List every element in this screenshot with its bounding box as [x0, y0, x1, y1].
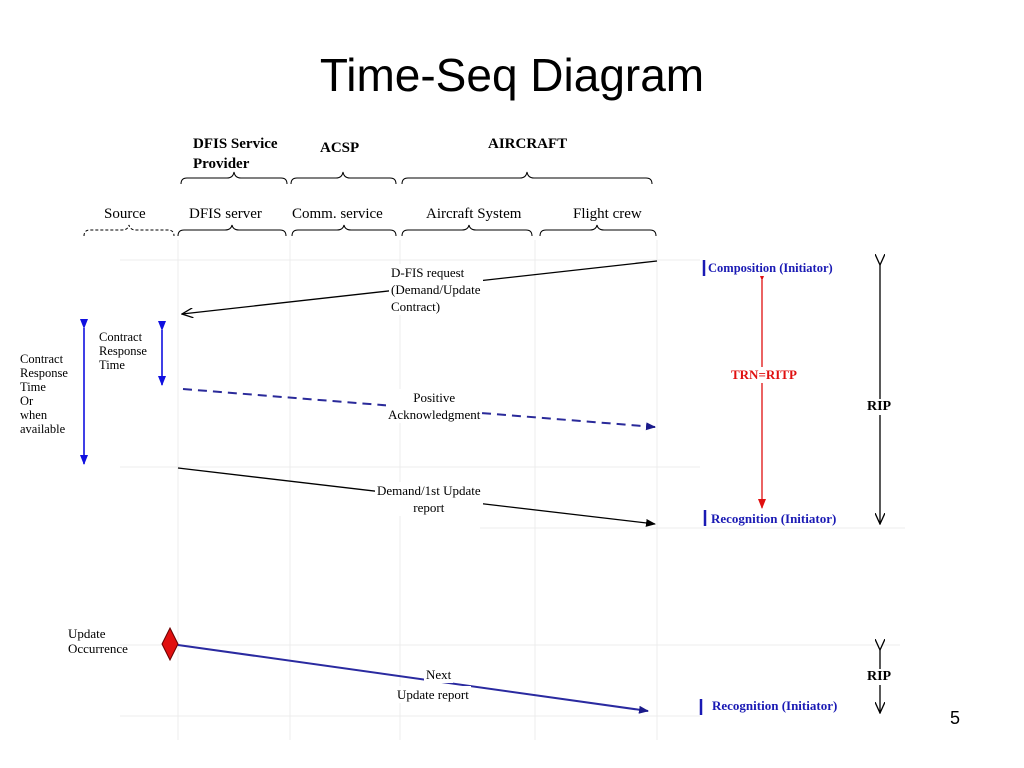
trn-ritp-label: TRN=RITP [731, 367, 797, 383]
brace-flight-crew [539, 224, 657, 237]
positive-ack-arrow [182, 388, 656, 431]
next-update-label-1: Next [424, 666, 454, 683]
brace-source [83, 224, 175, 237]
contract-response-time-inner-label: Contract Response Time [99, 330, 147, 372]
rip-label-1: RIP [867, 399, 892, 415]
brace-acsp [290, 171, 397, 185]
guides [120, 259, 905, 717]
lane-aircraft-system: Aircraft System [426, 206, 522, 222]
lane-comm-service: Comm. service [292, 206, 383, 222]
group-aircraft: AIRCRAFT [488, 136, 568, 152]
lane-flight-crew: Flight crew [573, 206, 642, 222]
group-braces [180, 171, 653, 185]
group-dfis-provider: DFIS Service Provider [193, 136, 278, 172]
brace-comm-service [291, 224, 397, 237]
page-title: Time-Seq Diagram [319, 49, 705, 101]
contract-response-time-outer-label: Contract Response Time Or when available [20, 352, 68, 436]
next-update-label-2: Update report [395, 686, 471, 703]
lane-braces [83, 224, 657, 237]
next-update-arrow [177, 644, 649, 714]
rip-label-2: RIP [867, 669, 892, 685]
positive-ack-label: Positive Acknowledgment [386, 389, 483, 423]
lane-dfis-server: DFIS server [189, 206, 262, 222]
brace-dfis-server [177, 224, 287, 237]
brace-aircraft-system [401, 224, 533, 237]
dfis-request-label: D-FIS request (Demand/Update Contract) [389, 264, 483, 315]
composition-label: Composition (Initiator) [708, 261, 833, 276]
recognition-label-1: Recognition (Initiator) [711, 511, 837, 527]
lane-source: Source [104, 206, 146, 222]
update-occurrence-diamond [161, 626, 179, 662]
group-acsp: ACSP [320, 140, 360, 156]
page-number: 5 [950, 708, 961, 728]
brace-dfis-provider [180, 171, 288, 185]
brace-aircraft [401, 171, 653, 185]
update-occurrence-label: Update Occurrence [68, 626, 128, 656]
recognition-label-2: Recognition (Initiator) [712, 698, 838, 714]
demand-update-label: Demand/1st Update report [375, 482, 483, 516]
